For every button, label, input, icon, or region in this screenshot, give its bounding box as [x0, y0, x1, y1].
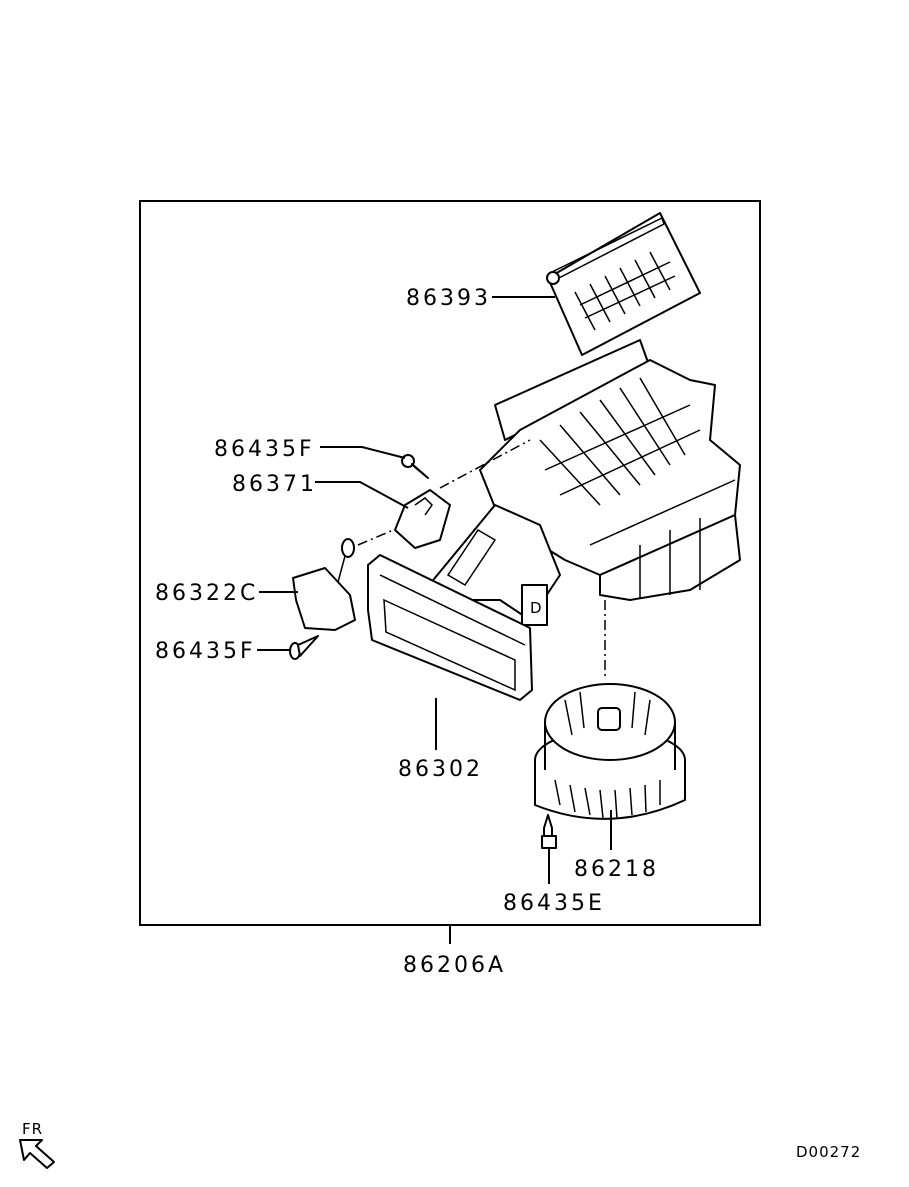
actuator-part: [292, 538, 356, 631]
callout-86322C[interactable]: 86322C: [155, 581, 258, 606]
callout-86302[interactable]: 86302: [398, 757, 483, 782]
housing-mark: D: [530, 599, 543, 617]
duct-part: [367, 554, 533, 701]
orientation-label: FR: [22, 1120, 43, 1138]
callout-86435F-top[interactable]: 86435F: [214, 437, 315, 462]
screw-left-part: [289, 635, 319, 660]
callout-86393[interactable]: 86393: [406, 286, 491, 311]
blower-motor-part: [534, 683, 686, 820]
leader-resistor: [315, 481, 409, 509]
callout-86371[interactable]: 86371: [232, 472, 317, 497]
air-filter-part: [546, 212, 701, 356]
align-line-resistor: [439, 439, 531, 489]
resistor-part: [394, 489, 451, 549]
callout-86435F-left[interactable]: 86435F: [155, 639, 256, 664]
arrow-front-icon: [19, 1139, 55, 1169]
callout-86435E[interactable]: 86435E: [503, 891, 605, 916]
diagram-code: D00272: [796, 1143, 861, 1161]
heater-housing-part: D: [424, 339, 741, 626]
leader-screw-top: [320, 446, 406, 459]
assembly-label[interactable]: 86206A: [403, 953, 506, 978]
callout-86218[interactable]: 86218: [574, 857, 659, 882]
bolt-part: [541, 814, 557, 849]
screw-top-part: [401, 454, 429, 479]
